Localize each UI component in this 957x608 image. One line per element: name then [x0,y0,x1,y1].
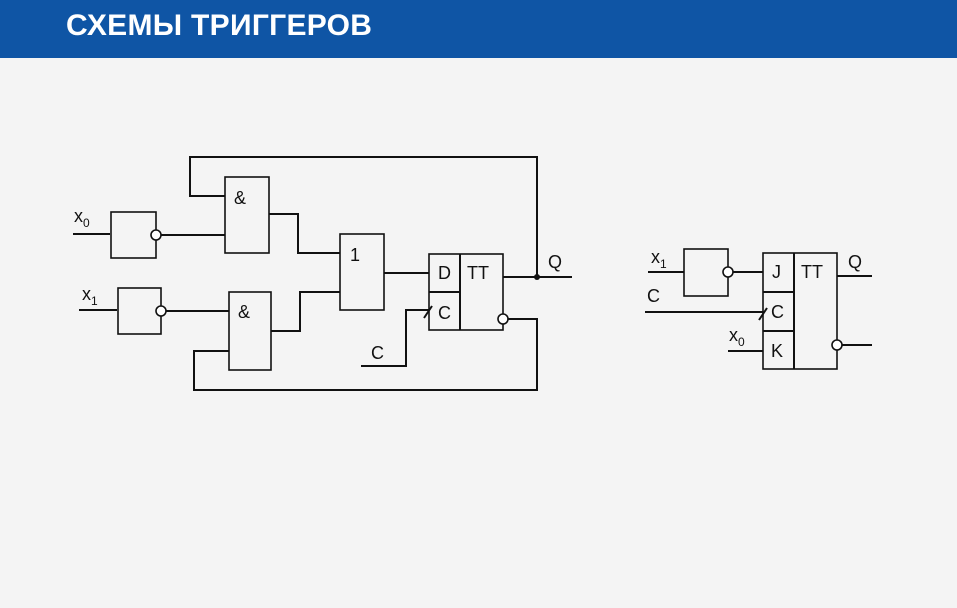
right-flipflop-k-label: K [771,341,783,361]
left-clock-edge-mark [423,305,433,319]
left-and-gate-top [224,176,270,254]
left-clock-wire [361,309,429,367]
right-q-label: Q [848,252,862,272]
left-and-bottom-label: & [238,302,250,322]
right-flipflop [762,252,838,370]
right-flipflop-j-label: J [772,262,781,282]
right-x1-label: x1 [651,247,667,271]
left-flipflop-type-label: TT [467,263,489,283]
left-inverter-x0-bubble [150,229,162,241]
left-inverter-x1-bubble [155,305,167,317]
left-and-top-to-or-wire [269,213,340,254]
left-or-label: 1 [350,245,360,265]
left-x1-label: x1 [82,284,98,308]
left-or-gate [339,233,385,311]
right-flipflop-c-label: C [771,302,784,322]
left-q-feedback-wire [189,156,538,277]
left-clock-label: C [371,343,384,363]
left-q-label: Q [548,252,562,272]
header-bar: СХЕМЫ ТРИГГЕРОВ [0,0,957,58]
right-flipflop-type-label: TT [801,262,823,282]
left-circuit: x0 x1 & & 1 D C TT [73,156,572,391]
left-nq-bubble [497,313,509,325]
right-inverter-x1 [683,248,729,297]
left-inverter-x1 [117,287,162,335]
left-flipflop-d-label: D [438,263,451,283]
right-x0-label: x0 [729,325,745,349]
left-flipflop-c-label: C [438,303,451,323]
left-x0-label: x0 [74,206,90,230]
left-nq-feedback-wire [193,318,538,391]
right-inverter-bubble [722,266,734,278]
right-nq-bubble [831,339,843,351]
right-clock-label: C [647,286,660,306]
left-and-top-label: & [234,188,246,208]
left-and-bottom-to-or-wire [271,291,340,332]
right-circuit: x1 C x0 J C K TT Q [645,247,872,370]
left-inverter-x0 [110,211,157,259]
page-title: СХЕМЫ ТРИГГЕРОВ [66,9,373,42]
